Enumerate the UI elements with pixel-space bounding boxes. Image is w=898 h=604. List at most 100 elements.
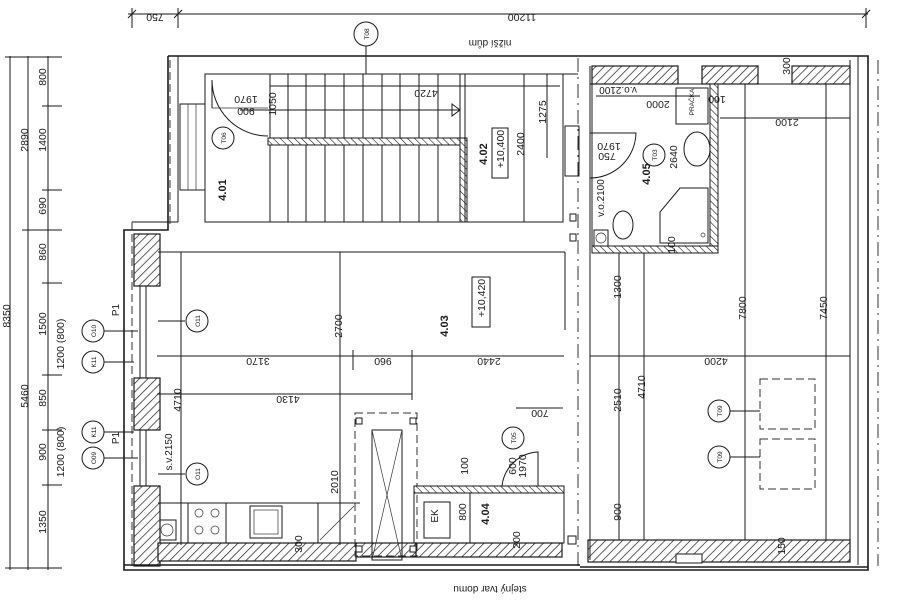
svg-text:O10: O10 (91, 324, 98, 337)
svg-text:T03: T03 (652, 149, 659, 161)
svg-text:200: 200 (511, 531, 523, 549)
dim-2510: 2510 (612, 388, 624, 412)
washing-machine (675, 87, 709, 125)
dim-window-1200-lower: 1200 (800) (55, 427, 67, 478)
svg-text:PRAČKA: PRAČKA (687, 88, 696, 115)
svg-text:T05: T05 (511, 432, 518, 444)
room-4-05-bathroom: v.o.2100 2000 PRAČKA 100 1970 750 T03 4.… (589, 83, 726, 254)
svg-text:T06: T06 (221, 132, 228, 144)
dim-2440: 2440 (477, 355, 501, 367)
boiler-ek (423, 501, 451, 539)
dim-4200: 4200 (704, 355, 728, 367)
svg-text:750: 750 (598, 150, 616, 162)
tag-o09 (81, 446, 105, 470)
dim-1300: 1300 (612, 275, 624, 299)
tag-k11-upper (81, 350, 105, 374)
dim-4710: 4710 (172, 388, 184, 412)
wc-door-swing (501, 451, 539, 487)
dim-8350: 8350 (1, 304, 13, 328)
toilet (612, 210, 634, 240)
dim-960: 960 (374, 355, 392, 367)
tag-o10 (81, 319, 105, 343)
svg-text:K11: K11 (91, 356, 98, 367)
dim-7450: 7450 (818, 296, 830, 320)
left-exterior-wall (133, 103, 206, 567)
kitchen-sink (249, 505, 283, 539)
svg-text:T08: T08 (364, 28, 371, 40)
dim-7800: 7800 (737, 296, 749, 320)
tag-o11-upper (185, 309, 209, 333)
dim-860: 860 (37, 243, 49, 261)
dim-1050: 1050 (267, 92, 279, 116)
svg-text:600: 600 (507, 457, 519, 475)
bath-window-vo: v.o.2100 (599, 84, 637, 95)
dim-2000: 2000 (646, 98, 670, 110)
dim-2890: 2890 (19, 128, 31, 152)
svg-text:100: 100 (459, 457, 471, 475)
tag-t09-lower (707, 445, 731, 469)
window-type-p1-upper: P1 (111, 303, 122, 316)
top-dimension-line: 750 11200 nižší dům (127, 8, 871, 49)
label-same-house-shape: stejný tvar domu (453, 583, 526, 594)
left-dimension-chains: 8350 2890 5460 800 1400 690 860 1500 850… (1, 56, 67, 570)
svg-text:1970: 1970 (517, 454, 529, 478)
level-box-4-03 (471, 276, 491, 328)
dim-2010: 2010 (329, 470, 341, 494)
partition-openings (564, 125, 580, 545)
dim-5460: 5460 (19, 384, 31, 408)
bathtub (659, 187, 709, 244)
room-label-4-05: 4.05 (641, 163, 653, 184)
tag-t03 (642, 143, 666, 167)
stair-door-swing (211, 79, 269, 137)
svg-text:700: 700 (531, 407, 549, 419)
svg-text:2640: 2640 (668, 145, 680, 169)
svg-text:1970: 1970 (234, 93, 258, 105)
dim-1350: 1350 (37, 510, 49, 534)
svg-text:1970: 1970 (597, 140, 621, 152)
bath-door-swing (589, 132, 637, 179)
svg-text:EK: EK (430, 509, 441, 523)
svg-text:300: 300 (293, 535, 305, 553)
bathroom-sink (683, 131, 711, 167)
left-window-tags: O10 P1 K11 K11 O09 P1 (81, 303, 138, 470)
dim-3170: 3170 (246, 355, 270, 367)
dim-11200: 11200 (508, 11, 537, 23)
sill-height: s.v.2150 (164, 433, 175, 470)
chimney-shaft (354, 412, 418, 561)
dim-1400: 1400 (37, 128, 49, 152)
dim-4130: 4130 (276, 393, 300, 405)
tag-t05 (501, 426, 525, 450)
dim-right-300: 300 (781, 57, 793, 75)
room-label-4-02: 4.02 (478, 143, 490, 164)
svg-text:100: 100 (666, 236, 678, 254)
right-section: 2100 300 1300 7800 7450 4200 2510 4710 9… (589, 57, 851, 560)
tag-t08 (353, 21, 379, 47)
dim-150: 150 (776, 537, 788, 555)
dim-1275: 1275 (537, 100, 549, 124)
svg-text:100: 100 (708, 93, 726, 105)
dim-2400: 2400 (515, 132, 527, 156)
svg-text:T09: T09 (717, 405, 724, 417)
dim-4720: 4720 (414, 87, 438, 99)
svg-text:K11: K11 (91, 426, 98, 437)
room-label-4-01: 4.01 (217, 179, 229, 200)
tag-t09-upper (707, 399, 731, 423)
tag-k11-lower (81, 420, 105, 444)
dim-right-900: 900 (612, 503, 624, 521)
dim-right-4710: 4710 (636, 375, 648, 399)
room-label-4-03: 4.03 (439, 315, 451, 336)
svg-text:900: 900 (237, 105, 255, 117)
dim-750: 750 (146, 11, 164, 23)
stairwell: 4720 1050 1970 900 T06 4.01 4.02 +10,400… (204, 21, 564, 223)
label-lower-house: nižší dům (469, 37, 512, 49)
svg-text:O11: O11 (195, 315, 202, 327)
tag-o11-lower (185, 462, 209, 486)
svg-text:T09: T09 (717, 451, 724, 463)
dim-900: 900 (37, 443, 49, 461)
dim-right-2100: 2100 (775, 116, 799, 128)
dim-1500: 1500 (37, 312, 49, 336)
svg-text:+10,420: +10,420 (476, 279, 488, 317)
svg-text:800: 800 (457, 503, 469, 521)
tag-t06 (211, 126, 235, 150)
dim-800: 800 (37, 68, 49, 86)
